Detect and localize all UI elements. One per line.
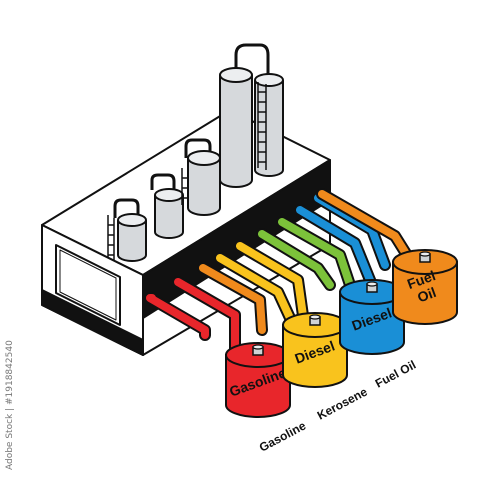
pipe	[199, 264, 266, 334]
bottom-label-kerosene: Kerosene	[315, 384, 370, 422]
bottom-label-gasoline: Gasoline	[257, 418, 309, 454]
tank-3: Diesel	[339, 279, 405, 355]
tank-4: FuelOil	[392, 249, 458, 325]
distillation-towers	[107, 43, 284, 262]
pipe	[146, 294, 209, 339]
bottom-label-fuel-oil: Fuel Oil	[373, 358, 418, 391]
tank-label: FuelOil	[405, 267, 443, 307]
watermark-side-text: Adobe Stock | #1918842540	[5, 340, 15, 470]
pipe	[258, 230, 334, 289]
pipe	[296, 206, 376, 289]
pipe	[216, 254, 294, 322]
pipe	[174, 278, 239, 364]
tank-1: Gasoline	[225, 342, 291, 418]
tank-2: Diesel	[282, 312, 348, 388]
